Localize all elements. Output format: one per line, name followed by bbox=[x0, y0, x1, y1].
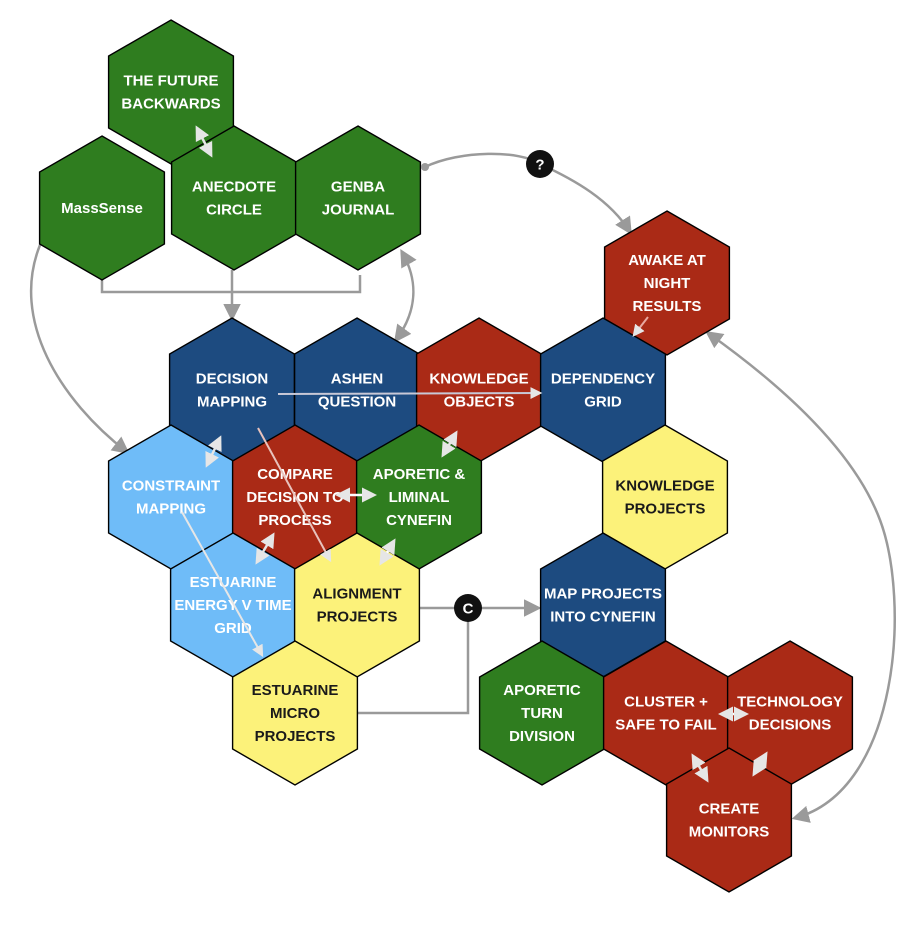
genba-curve-origin-dot bbox=[421, 163, 429, 171]
hex-label-line: ASHEN bbox=[331, 371, 384, 388]
knowledge-aporetic-double-arrow bbox=[441, 430, 458, 458]
hex-technology-decisions: TECHNOLOGY DECISIONS bbox=[726, 640, 854, 786]
connectors-front bbox=[181, 125, 768, 783]
hex-label-line: CYNEFIN bbox=[386, 512, 452, 529]
hex-label-line: MAP PROJECTS bbox=[544, 586, 662, 603]
hex-genba-journal: GENBA JOURNAL bbox=[294, 125, 422, 271]
hex-label-line: NIGHT bbox=[644, 275, 691, 292]
hex-shape bbox=[665, 747, 793, 893]
svg-text:?: ? bbox=[535, 157, 544, 174]
hex-estuarine-micro: ESTUARINE MICRO PROJECTS bbox=[231, 640, 359, 786]
hex-alignment-projects: ALIGNMENT PROJECTS bbox=[293, 532, 421, 678]
hex-label-line: MassSense bbox=[61, 200, 143, 217]
hex-label-line: AWAKE AT bbox=[628, 252, 706, 269]
constraint-to-micro-arrow bbox=[181, 511, 264, 658]
hex-label-line: LIMINAL bbox=[389, 489, 450, 506]
hex-label-line: QUESTION bbox=[318, 394, 396, 411]
hex-knowledge-objects: KNOWLEDGE OBJECTS bbox=[415, 317, 543, 463]
hex-label-line: GRID bbox=[214, 620, 252, 637]
decision-to-alignment-arrow bbox=[257, 427, 332, 563]
decision-constraint-double-arrow bbox=[205, 435, 222, 468]
hex-cluster-safe: CLUSTER + SAFE TO FAIL bbox=[602, 640, 730, 786]
hex-label-line: PROJECTS bbox=[255, 728, 336, 745]
hex-label-line: TURN bbox=[521, 705, 563, 722]
hex-label-line: JOURNAL bbox=[322, 202, 395, 219]
hex-awake-at-night: AWAKE AT NIGHT RESULTS bbox=[603, 210, 731, 356]
hex-label-line: OBJECTS bbox=[444, 394, 515, 411]
hex-label-line: DECISIONS bbox=[749, 717, 832, 734]
hex-label-line: INTO CYNEFIN bbox=[550, 609, 656, 626]
hex-label-line: MAPPING bbox=[136, 501, 206, 518]
svg-text:C: C bbox=[463, 601, 474, 618]
energy-compare-double-arrow bbox=[255, 532, 275, 565]
c-badge: C bbox=[454, 594, 482, 622]
hex-label-line: ESTUARINE bbox=[252, 682, 339, 699]
future-anecdote-double-arrow bbox=[195, 125, 213, 158]
hex-label-line: APORETIC & bbox=[373, 466, 466, 483]
genba-ashen-double-arrow bbox=[393, 248, 417, 343]
hex-label-line: COMPARE bbox=[257, 466, 333, 483]
hex-label-line: DIVISION bbox=[509, 728, 575, 745]
hex-label-line: PROCESS bbox=[258, 512, 331, 529]
hex-create-monitors: CREATE MONITORS bbox=[665, 747, 793, 893]
hex-label-line: ENERGY V TIME bbox=[174, 597, 291, 614]
hex-label-line: CONSTRAINT bbox=[122, 478, 220, 495]
masssense-to-constraint-arrow bbox=[29, 244, 130, 455]
hex-label-line: RESULTS bbox=[633, 298, 702, 315]
hexagon-nodes: THE FUTURE BACKWARDS MassSense ANECDOTE CIRC… bbox=[38, 19, 854, 893]
hex-label-line: ESTUARINE bbox=[190, 574, 277, 591]
micro-to-c-connector bbox=[358, 608, 470, 715]
awake-dependency-arrow bbox=[632, 316, 649, 337]
alignment-aporetic-double-arrow bbox=[379, 538, 396, 566]
hex-aporetic-turn: APORETIC TURN DIVISION bbox=[478, 640, 606, 786]
hex-label-line: DECISION bbox=[196, 371, 269, 388]
hex-shape bbox=[294, 125, 422, 271]
hex-label-line: TECHNOLOGY bbox=[737, 694, 843, 711]
hex-label-line: THE FUTURE bbox=[124, 73, 219, 90]
hex-label-line: CIRCLE bbox=[206, 202, 262, 219]
hex-shape bbox=[38, 135, 166, 281]
hex-map-projects: MAP PROJECTS INTO CYNEFIN bbox=[539, 532, 667, 678]
hex-knowledge-projects: KNOWLEDGE PROJECTS bbox=[601, 424, 729, 570]
hex-label-line: MICRO bbox=[270, 705, 320, 722]
hex-label-line: PROJECTS bbox=[317, 609, 398, 626]
hex-anecdote-circle: ANECDOTE CIRCLE bbox=[170, 125, 298, 271]
decision-to-dependency-arrow bbox=[277, 387, 543, 400]
question-badge: ? bbox=[526, 150, 554, 178]
hex-label-line: BACKWARDS bbox=[121, 96, 220, 113]
hex-shape bbox=[603, 210, 731, 356]
hex-label-line: KNOWLEDGE bbox=[615, 478, 714, 495]
cluster-monitors-double-arrow bbox=[691, 753, 709, 783]
hex-label-line: KNOWLEDGE bbox=[429, 371, 528, 388]
hex-ashen-question: ASHEN QUESTION bbox=[293, 317, 421, 463]
hex-label-line: ALIGNMENT bbox=[312, 586, 401, 603]
hex-label-line: SAFE TO FAIL bbox=[615, 717, 716, 734]
hex-masssense: MassSense bbox=[38, 135, 166, 281]
badges: ? C bbox=[421, 150, 554, 622]
hex-label-line: GRID bbox=[584, 394, 622, 411]
hex-label-line: MAPPING bbox=[197, 394, 267, 411]
hex-label-line: DEPENDENCY bbox=[551, 371, 655, 388]
hex-label-line: PROJECTS bbox=[625, 501, 706, 518]
hex-label-line: CLUSTER + bbox=[624, 694, 708, 711]
hex-label-line: MONITORS bbox=[689, 824, 770, 841]
hex-label-line: ANECDOTE bbox=[192, 179, 276, 196]
hex-label-line: APORETIC bbox=[503, 682, 581, 699]
hex-label-line: CREATE bbox=[699, 801, 760, 818]
technology-monitors-double-arrow bbox=[752, 751, 768, 777]
monitors-awake-long-double-arrow bbox=[705, 330, 896, 823]
hex-shape bbox=[231, 640, 359, 786]
hex-label-line: GENBA bbox=[331, 179, 385, 196]
